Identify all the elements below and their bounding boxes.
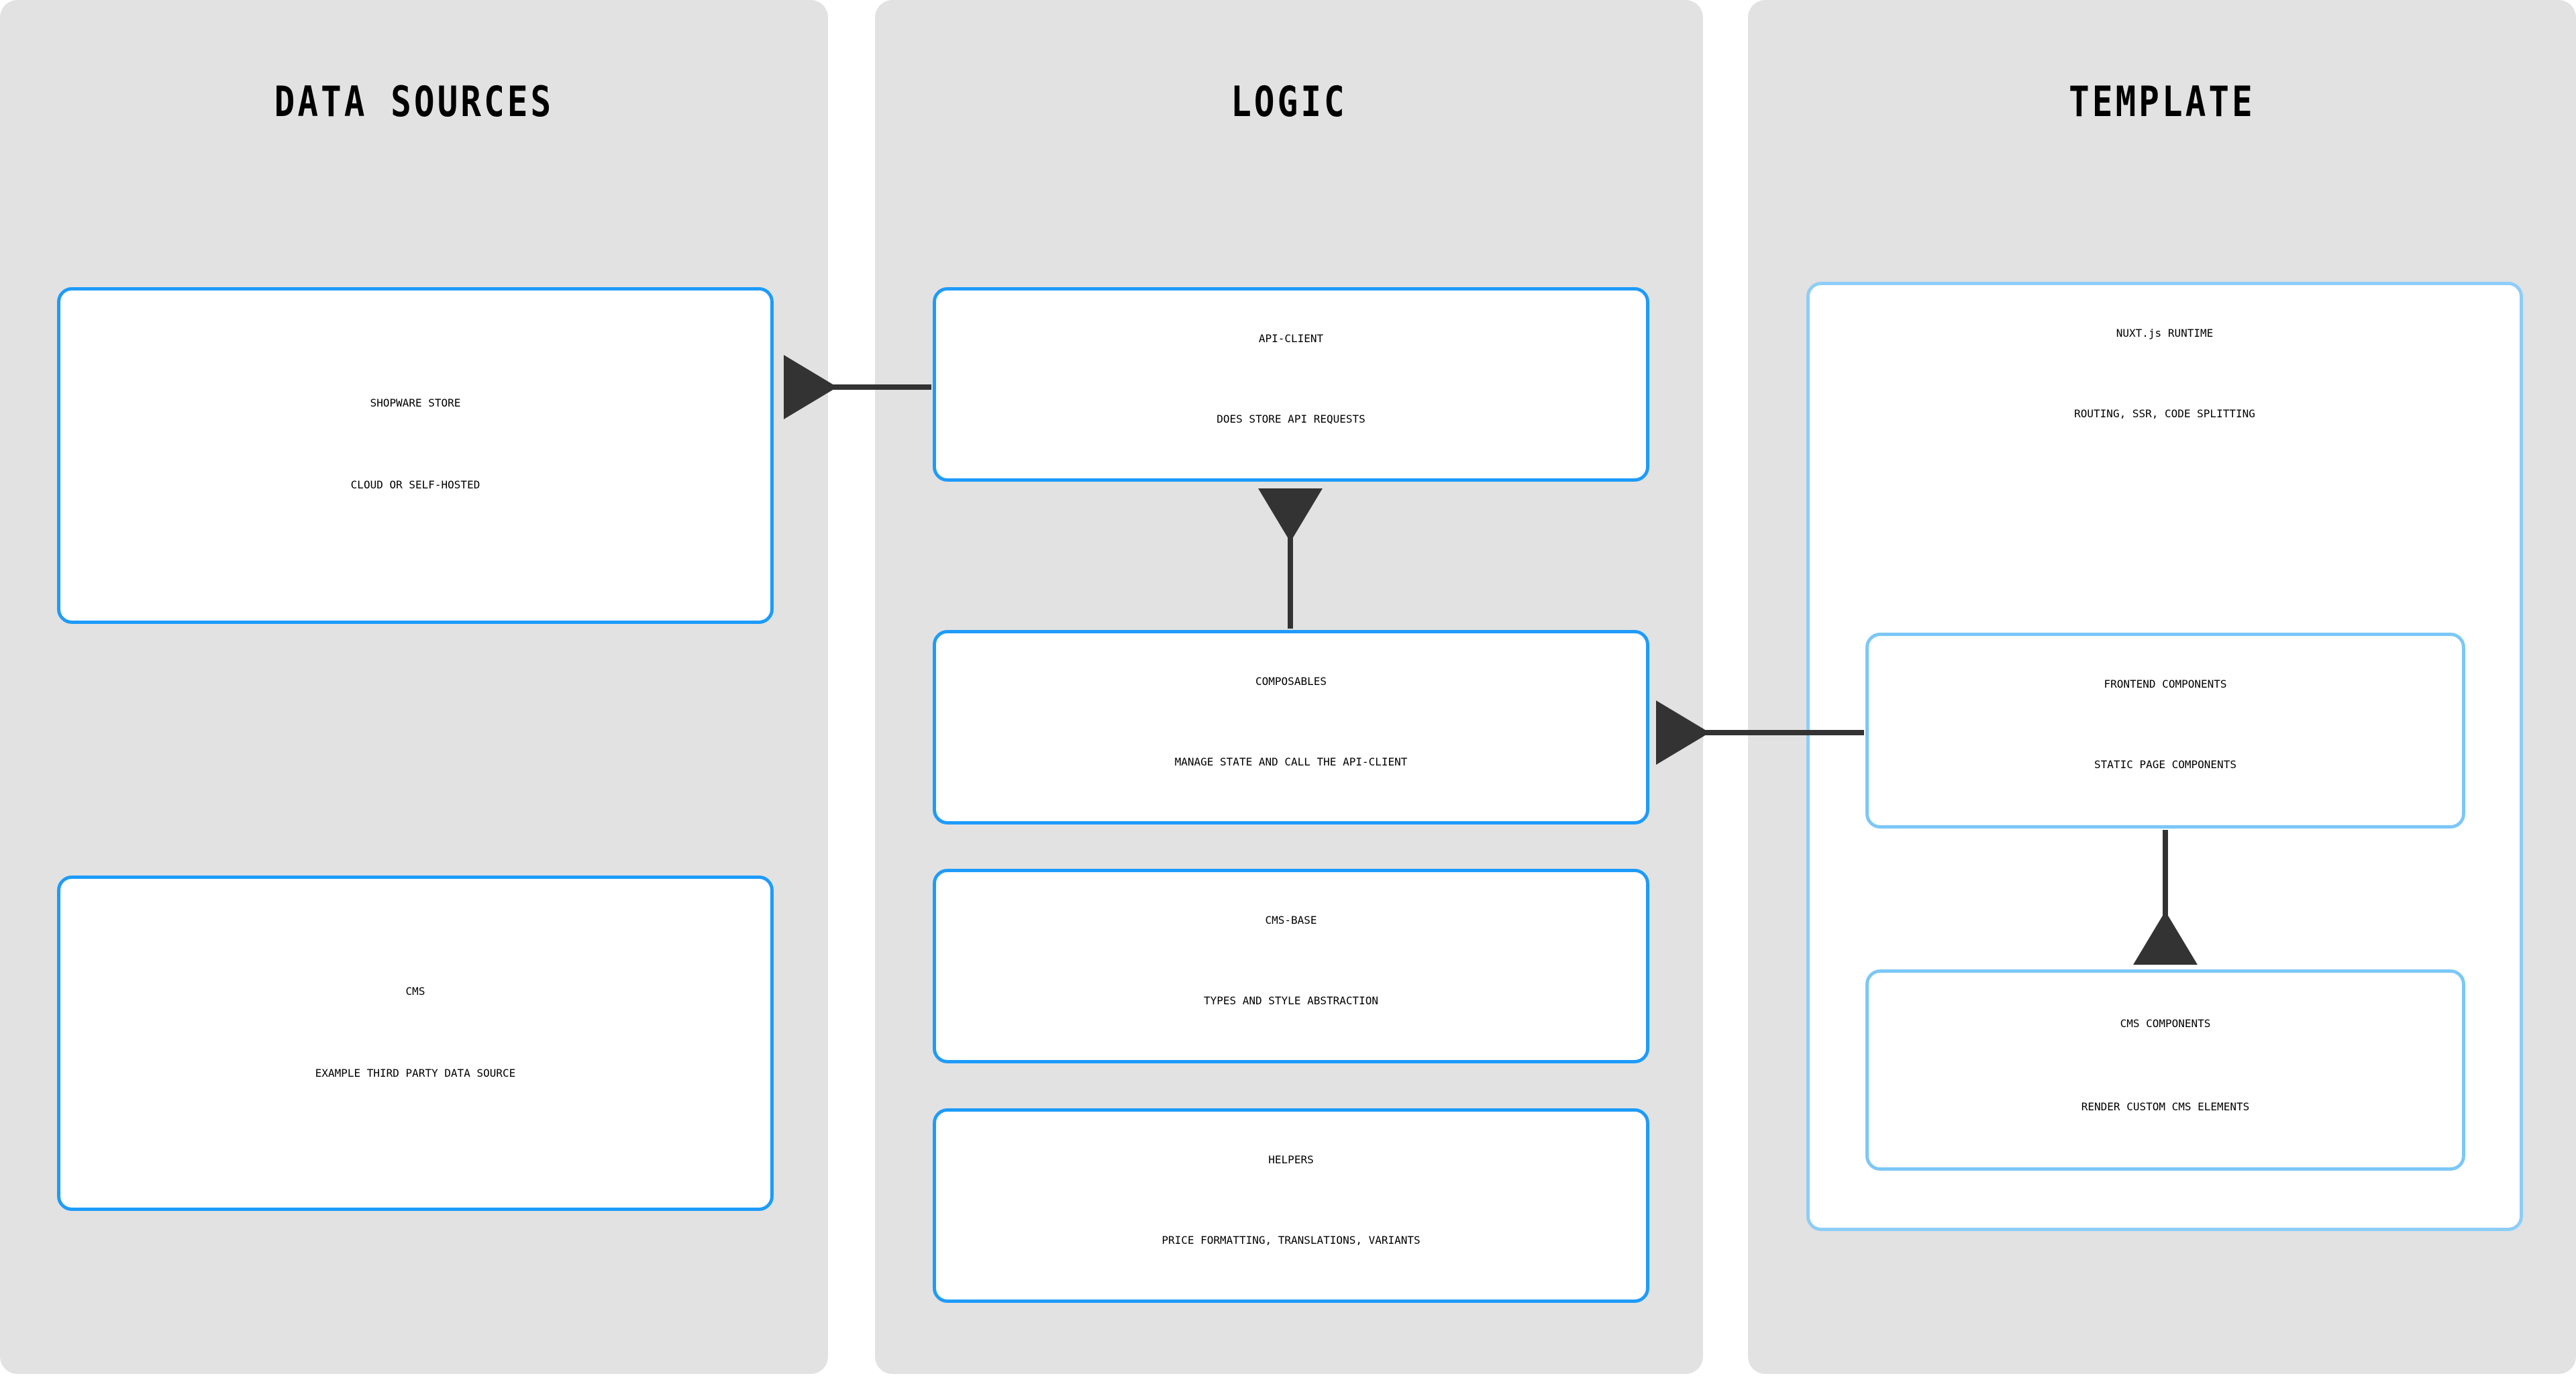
node-composables-subtitle: MANAGE STATE AND CALL THE API-CLIENT xyxy=(1174,755,1408,768)
node-helpers[interactable]: HELPERS PRICE FORMATTING, TRANSLATIONS, … xyxy=(933,1108,1649,1303)
node-helpers-subtitle: PRICE FORMATTING, TRANSLATIONS, VARIANTS xyxy=(1162,1234,1421,1247)
node-cms-base-title: CMS-BASE xyxy=(1265,914,1317,926)
node-nuxt-runtime-title: NUXT.js RUNTIME xyxy=(2116,327,2214,339)
node-cms-components-title: CMS COMPONENTS xyxy=(2120,1017,2211,1030)
node-cms-components[interactable]: CMS COMPONENTS RENDER CUSTOM CMS ELEMENT… xyxy=(1865,969,2465,1171)
node-api-client[interactable]: API-CLIENT DOES STORE API REQUESTS xyxy=(933,287,1649,482)
node-cms-components-subtitle: RENDER CUSTOM CMS ELEMENTS xyxy=(2081,1100,2250,1113)
panel-title-logic: LOGIC xyxy=(1231,77,1347,126)
node-nuxt-runtime-subtitle: ROUTING, SSR, CODE SPLITTING xyxy=(2074,407,2255,420)
node-frontend-components-title: FRONTEND COMPONENTS xyxy=(2104,678,2227,690)
panel-title-template: TEMPLATE xyxy=(2069,77,2255,126)
node-helpers-title: HELPERS xyxy=(1268,1153,1314,1166)
node-cms[interactable]: CMS EXAMPLE THIRD PARTY DATA SOURCE xyxy=(57,876,774,1211)
node-cms-title: CMS xyxy=(405,985,425,998)
node-cms-base-subtitle: TYPES AND STYLE ABSTRACTION xyxy=(1203,994,1379,1007)
node-cms-subtitle: EXAMPLE THIRD PARTY DATA SOURCE xyxy=(315,1067,516,1079)
node-composables-title: COMPOSABLES xyxy=(1255,675,1327,688)
node-cms-base[interactable]: CMS-BASE TYPES AND STYLE ABSTRACTION xyxy=(933,869,1649,1063)
node-composables[interactable]: COMPOSABLES MANAGE STATE AND CALL THE AP… xyxy=(933,630,1649,825)
node-shopware-store-title: SHOPWARE STORE xyxy=(370,396,461,409)
panel-title-data-sources: DATA SOURCES xyxy=(274,77,554,126)
node-api-client-subtitle: DOES STORE API REQUESTS xyxy=(1217,413,1366,425)
node-frontend-components[interactable]: FRONTEND COMPONENTS STATIC PAGE COMPONEN… xyxy=(1865,633,2465,829)
node-shopware-store[interactable]: SHOPWARE STORE CLOUD OR SELF-HOSTED xyxy=(57,287,774,624)
node-frontend-components-subtitle: STATIC PAGE COMPONENTS xyxy=(2094,758,2236,771)
node-shopware-store-subtitle: CLOUD OR SELF-HOSTED xyxy=(350,478,480,491)
node-api-client-title: API-CLIENT xyxy=(1258,332,1324,345)
